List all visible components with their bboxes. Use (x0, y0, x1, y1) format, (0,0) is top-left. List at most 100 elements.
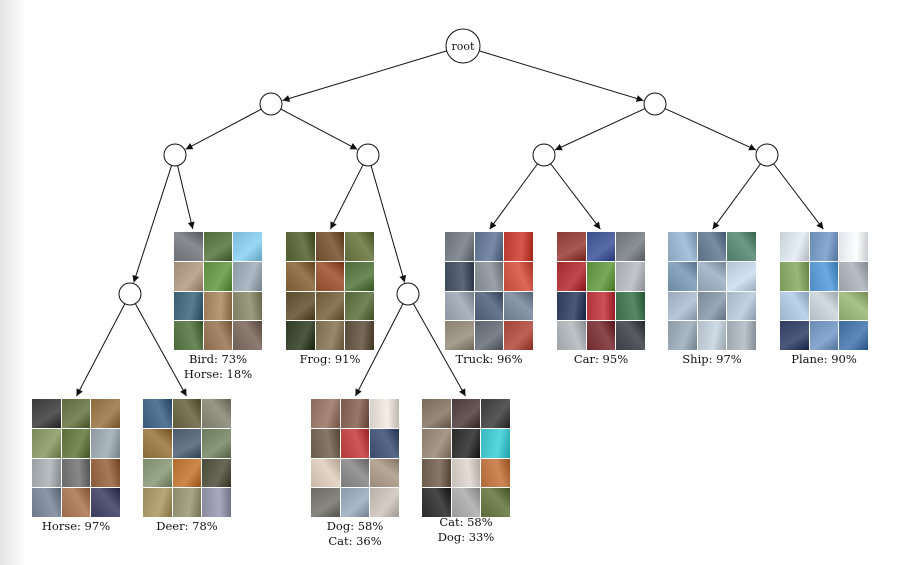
internal-node-right (643, 92, 667, 116)
sample-image-thumbnail (780, 291, 809, 321)
tree-edge-arrow (550, 163, 601, 230)
sample-image-thumbnail (481, 399, 510, 428)
sample-image-thumbnail (451, 399, 481, 428)
tree-edge-arrow (664, 108, 757, 151)
leaf-caption-line: Ship: 97% (682, 352, 742, 366)
sample-image-thumbnail (668, 321, 697, 350)
leaf-caption-horse: Horse: 97% (16, 519, 136, 534)
image-grid-frog (286, 232, 374, 350)
leaf-caption-line: Frog: 91% (299, 352, 361, 366)
sample-image-thumbnail (586, 291, 616, 321)
sample-image-thumbnail (839, 291, 868, 321)
sample-image-thumbnail (315, 321, 345, 350)
image-grid-truck (445, 232, 533, 350)
image-grid-cat-dog (422, 399, 510, 517)
sample-image-thumbnail (504, 261, 533, 291)
tree-edge-arrow (280, 108, 358, 150)
sample-image-thumbnail (727, 232, 756, 261)
sample-image-thumbnail (422, 488, 451, 517)
sample-image-thumbnail (422, 428, 451, 458)
sample-image-thumbnail (481, 428, 510, 458)
tree-edge-arrow (134, 303, 187, 397)
sample-image-thumbnail (202, 399, 231, 428)
sample-image-thumbnail (586, 321, 616, 350)
sample-image-thumbnail (202, 428, 231, 458)
sample-image-thumbnail (172, 428, 202, 458)
leaf-caption-line: Plane: 90% (791, 352, 857, 366)
sample-image-thumbnail (780, 232, 809, 261)
leaf-caption-bird-horse: Bird: 73%Horse: 18% (158, 352, 278, 382)
sample-image-thumbnail (586, 232, 616, 261)
sample-image-thumbnail (203, 261, 233, 291)
sample-image-thumbnail (91, 399, 120, 428)
sample-image-thumbnail (809, 291, 839, 321)
sample-image-thumbnail (809, 321, 839, 350)
tree-edge-arrow (355, 303, 404, 397)
sample-image-thumbnail (174, 232, 203, 261)
internal-node-left-left (163, 143, 187, 167)
leaf-caption-deer: Deer: 78% (127, 519, 247, 534)
internal-node-right-right (755, 143, 779, 167)
leaf-caption-line: Car: 95% (573, 352, 629, 366)
sample-image-thumbnail (32, 488, 61, 517)
tree-edge-arrow (76, 303, 126, 397)
sample-image-thumbnail (727, 261, 756, 291)
sample-image-thumbnail (32, 428, 61, 458)
sample-image-thumbnail (616, 291, 645, 321)
sample-image-thumbnail (445, 321, 474, 350)
tree-edge-arrow (185, 108, 262, 150)
sample-image-thumbnail (370, 458, 399, 488)
leaf-caption-line: Cat: 58% (439, 515, 493, 529)
sample-image-thumbnail (345, 321, 374, 350)
tree-edge-arrow (132, 165, 173, 283)
tree-edge-arrow (712, 163, 761, 230)
image-grid-horse (32, 399, 120, 517)
internal-node-dog-cat (396, 282, 420, 306)
sample-image-thumbnail (422, 458, 451, 488)
leaf-caption-line: Deer: 78% (156, 519, 218, 533)
tree-edge-arrow (554, 108, 646, 151)
sample-image-thumbnail (697, 232, 727, 261)
sample-image-thumbnail (61, 399, 91, 428)
internal-node-left-right (356, 143, 380, 167)
sample-image-thumbnail (91, 428, 120, 458)
tree-nodes: root (118, 28, 779, 306)
leaf-caption-plane: Plane: 90% (764, 352, 884, 367)
sample-image-thumbnail (172, 488, 202, 517)
sample-image-thumbnail (61, 488, 91, 517)
internal-node-right-left (532, 143, 556, 167)
sample-image-thumbnail (286, 261, 315, 291)
sample-image-thumbnail (174, 261, 203, 291)
sample-image-thumbnail (474, 291, 504, 321)
sample-image-thumbnail (286, 291, 315, 321)
leaf-caption-line: Horse: 97% (41, 519, 111, 533)
sample-image-thumbnail (143, 428, 172, 458)
root-node (445, 28, 481, 64)
tree-edge-arrow (282, 50, 447, 102)
sample-image-thumbnail (839, 321, 868, 350)
sample-image-thumbnail (233, 232, 262, 261)
sample-image-thumbnail (311, 399, 340, 428)
sample-image-thumbnail (203, 291, 233, 321)
image-grid-dog-cat (311, 399, 399, 517)
sample-image-thumbnail (780, 321, 809, 350)
sample-image-thumbnail (61, 428, 91, 458)
sample-image-thumbnail (481, 488, 510, 517)
image-grid-bird-horse (174, 232, 262, 350)
sample-image-thumbnail (616, 232, 645, 261)
sample-image-thumbnail (557, 261, 586, 291)
tree-edge-arrow (330, 164, 364, 230)
sample-image-thumbnail (91, 458, 120, 488)
sample-image-thumbnail (697, 321, 727, 350)
sample-image-thumbnail (32, 458, 61, 488)
sample-image-thumbnail (474, 232, 504, 261)
sample-image-thumbnail (370, 488, 399, 517)
sample-image-thumbnail (451, 488, 481, 517)
sample-image-thumbnail (340, 458, 370, 488)
sample-image-thumbnail (504, 232, 533, 261)
sample-image-thumbnail (311, 428, 340, 458)
sample-image-thumbnail (668, 261, 697, 291)
sample-image-thumbnail (172, 399, 202, 428)
sample-image-thumbnail (697, 291, 727, 321)
